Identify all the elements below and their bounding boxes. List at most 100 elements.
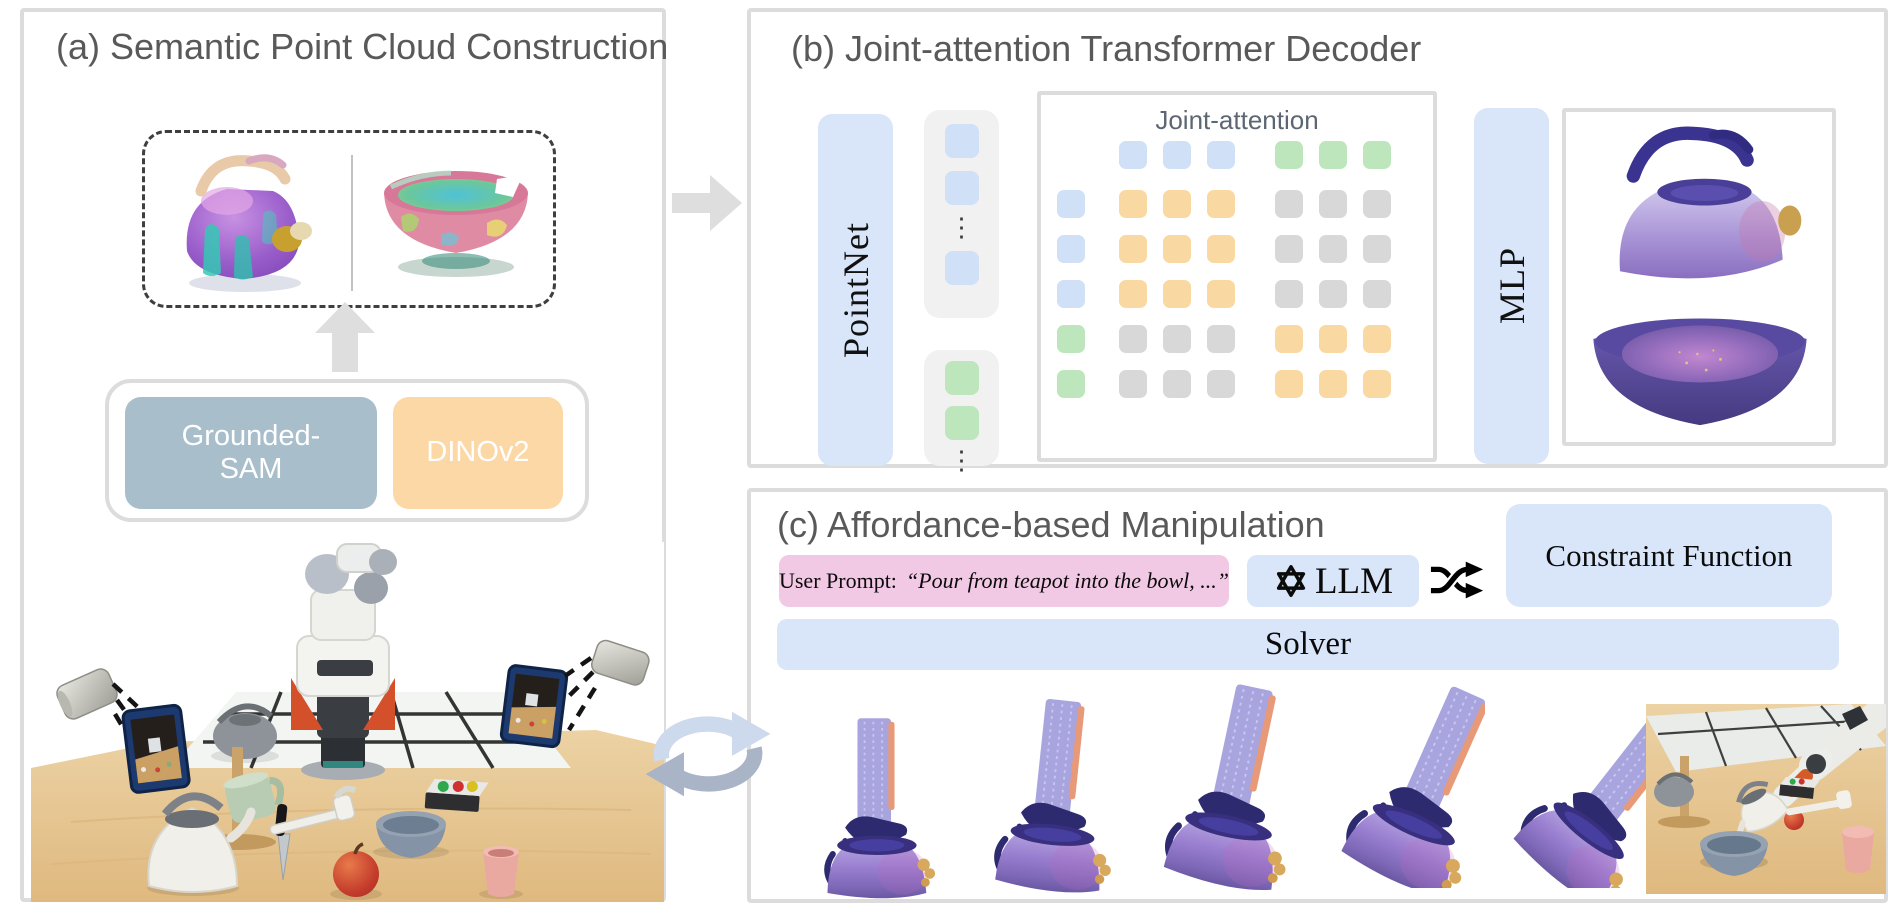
matrix-cell-gray bbox=[1119, 325, 1147, 353]
llm-box: LLM bbox=[1247, 555, 1419, 607]
solver-label: Solver bbox=[1264, 626, 1352, 662]
matrix-cell-gray bbox=[1275, 235, 1303, 263]
matrix-row-label-blue bbox=[1057, 280, 1085, 308]
robot-workspace-photo bbox=[31, 542, 664, 902]
dinov2-box: DINOv2 bbox=[393, 397, 563, 509]
attention-grid bbox=[1057, 141, 1391, 415]
panel-a-title: (a) Semantic Point Cloud Construction bbox=[56, 26, 669, 67]
robot-arm bbox=[291, 543, 397, 780]
matrix-cell-orange bbox=[1275, 325, 1303, 353]
llm-label: LLM bbox=[1314, 560, 1394, 602]
matrix-header-green bbox=[1319, 141, 1347, 169]
left-camera-icon bbox=[56, 668, 118, 720]
clouds-divider bbox=[351, 155, 353, 291]
joint-attention-label: Joint-attention bbox=[1155, 105, 1319, 135]
matrix-cell-gray bbox=[1207, 370, 1235, 398]
green-token bbox=[944, 406, 979, 440]
constraint-function-box: Constraint Function bbox=[1506, 504, 1832, 607]
panel-semantic-point-cloud: (a) Semantic Point Cloud Construction bbox=[20, 8, 669, 902]
matrix-cell-gray bbox=[1319, 190, 1347, 218]
green-token bbox=[944, 361, 979, 395]
right-arrow-icon bbox=[672, 175, 742, 231]
matrix-cell-orange bbox=[1319, 370, 1347, 398]
semantic-clouds-box bbox=[142, 130, 556, 308]
cycle-arrows-icon bbox=[645, 711, 771, 797]
pointnet-label: PointNet bbox=[835, 221, 876, 358]
matrix-cell-orange bbox=[1207, 235, 1235, 263]
matrix-cell-gray bbox=[1319, 280, 1347, 308]
matrix-cell-gray bbox=[1275, 190, 1303, 218]
right-camera-frustum bbox=[563, 656, 597, 732]
matrix-corner-spacer bbox=[1057, 141, 1085, 169]
constraint-function-label: Constraint Function bbox=[1545, 537, 1793, 573]
matrix-cell-gray bbox=[1119, 370, 1147, 398]
matrix-header-blue bbox=[1163, 141, 1191, 169]
right-camera-icon bbox=[591, 639, 650, 686]
matrix-cell-gray bbox=[1163, 370, 1191, 398]
matrix-cell-gray bbox=[1363, 235, 1391, 263]
matrix-header-blue bbox=[1207, 141, 1235, 169]
matrix-cell-orange bbox=[1207, 280, 1235, 308]
left-view-tablet bbox=[121, 703, 191, 794]
matrix-cell-orange bbox=[1163, 280, 1191, 308]
matrix-row-label-blue bbox=[1057, 190, 1085, 218]
matrix-cell-gray bbox=[1363, 280, 1391, 308]
matrix-header-green bbox=[1275, 141, 1303, 169]
semantic-teapot-cloud bbox=[186, 154, 312, 292]
matrix-header-blue bbox=[1119, 141, 1147, 169]
grounded-sam-label-line2: SAM bbox=[219, 453, 283, 485]
panel-c-title: (c) Affordance-based Manipulation bbox=[777, 504, 1325, 545]
pour-sequence-frame-1 bbox=[801, 714, 951, 906]
up-arrow-icon bbox=[315, 302, 375, 372]
matrix-cell-orange bbox=[1275, 370, 1303, 398]
user-prompt-quote: “Pour from teapot into the bowl, ...” bbox=[905, 568, 1230, 593]
matrix-cell-gray bbox=[1163, 325, 1191, 353]
pointnet-box: PointNet bbox=[818, 114, 893, 466]
matrix-cell-orange bbox=[1363, 370, 1391, 398]
matrix-row-label-green bbox=[1057, 325, 1085, 353]
matrix-cell-orange bbox=[1119, 280, 1147, 308]
matrix-cell-gray bbox=[1319, 235, 1347, 263]
matrix-cell-gray bbox=[1207, 325, 1235, 353]
matrix-cell-gray bbox=[1363, 190, 1391, 218]
execution-photo bbox=[1646, 704, 1886, 894]
matrix-cell-gray bbox=[1275, 280, 1303, 308]
decoded-output-box bbox=[1562, 108, 1836, 446]
matrix-cell-orange bbox=[1163, 190, 1191, 218]
semantic-bowl-cloud bbox=[384, 170, 528, 277]
table-objects bbox=[147, 703, 523, 900]
mlp-label: MLP bbox=[1491, 247, 1532, 325]
mlp-box: MLP bbox=[1474, 108, 1549, 464]
ellipsis-dots: ⋮ bbox=[948, 445, 975, 475]
grounded-sam-box: Grounded- SAM bbox=[125, 397, 377, 509]
pour-sequence-frame-5 bbox=[1473, 678, 1655, 888]
output-bowl-cloud bbox=[1593, 318, 1807, 426]
dinov2-label: DINOv2 bbox=[426, 436, 530, 469]
user-prompt-label: User Prompt: bbox=[778, 568, 897, 593]
shuffle-icon bbox=[1430, 561, 1484, 599]
object-tokens-stack: ⋮ bbox=[924, 350, 999, 473]
blue-token bbox=[944, 250, 979, 285]
matrix-cell-orange bbox=[1119, 235, 1147, 263]
matrix-row-label-green bbox=[1057, 370, 1085, 398]
solver-bar: Solver bbox=[777, 619, 1839, 670]
blue-token bbox=[944, 124, 979, 158]
matrix-cell-orange bbox=[1207, 190, 1235, 218]
matrix-cell-orange bbox=[1319, 325, 1347, 353]
output-teapot-cloud bbox=[1619, 126, 1802, 279]
pour-sequence-frame-3 bbox=[1133, 680, 1303, 892]
ellipsis-dots: ⋮ bbox=[948, 212, 975, 242]
matrix-header-green bbox=[1363, 141, 1391, 169]
matrix-row-label-blue bbox=[1057, 235, 1085, 263]
matrix-cell-orange bbox=[1163, 235, 1191, 263]
panel-affordance-manipulation: (c) Affordance-based Manipulation User P… bbox=[747, 488, 1888, 903]
panel-transformer-decoder: (b) Joint-attention Transformer Decoder … bbox=[747, 8, 1888, 473]
point-tokens-stack: ⋮ bbox=[924, 110, 999, 318]
panel-b-title: (b) Joint-attention Transformer Decoder bbox=[791, 28, 1422, 69]
joint-attention-matrix: Joint-attention bbox=[1037, 91, 1437, 462]
right-view-tablet bbox=[499, 664, 569, 749]
models-container: Grounded- SAM DINOv2 bbox=[105, 379, 589, 522]
user-prompt-box: User Prompt: “Pour from teapot into the … bbox=[779, 555, 1229, 607]
grounded-sam-label-line1: Grounded- bbox=[181, 419, 321, 452]
blue-token bbox=[944, 171, 979, 205]
